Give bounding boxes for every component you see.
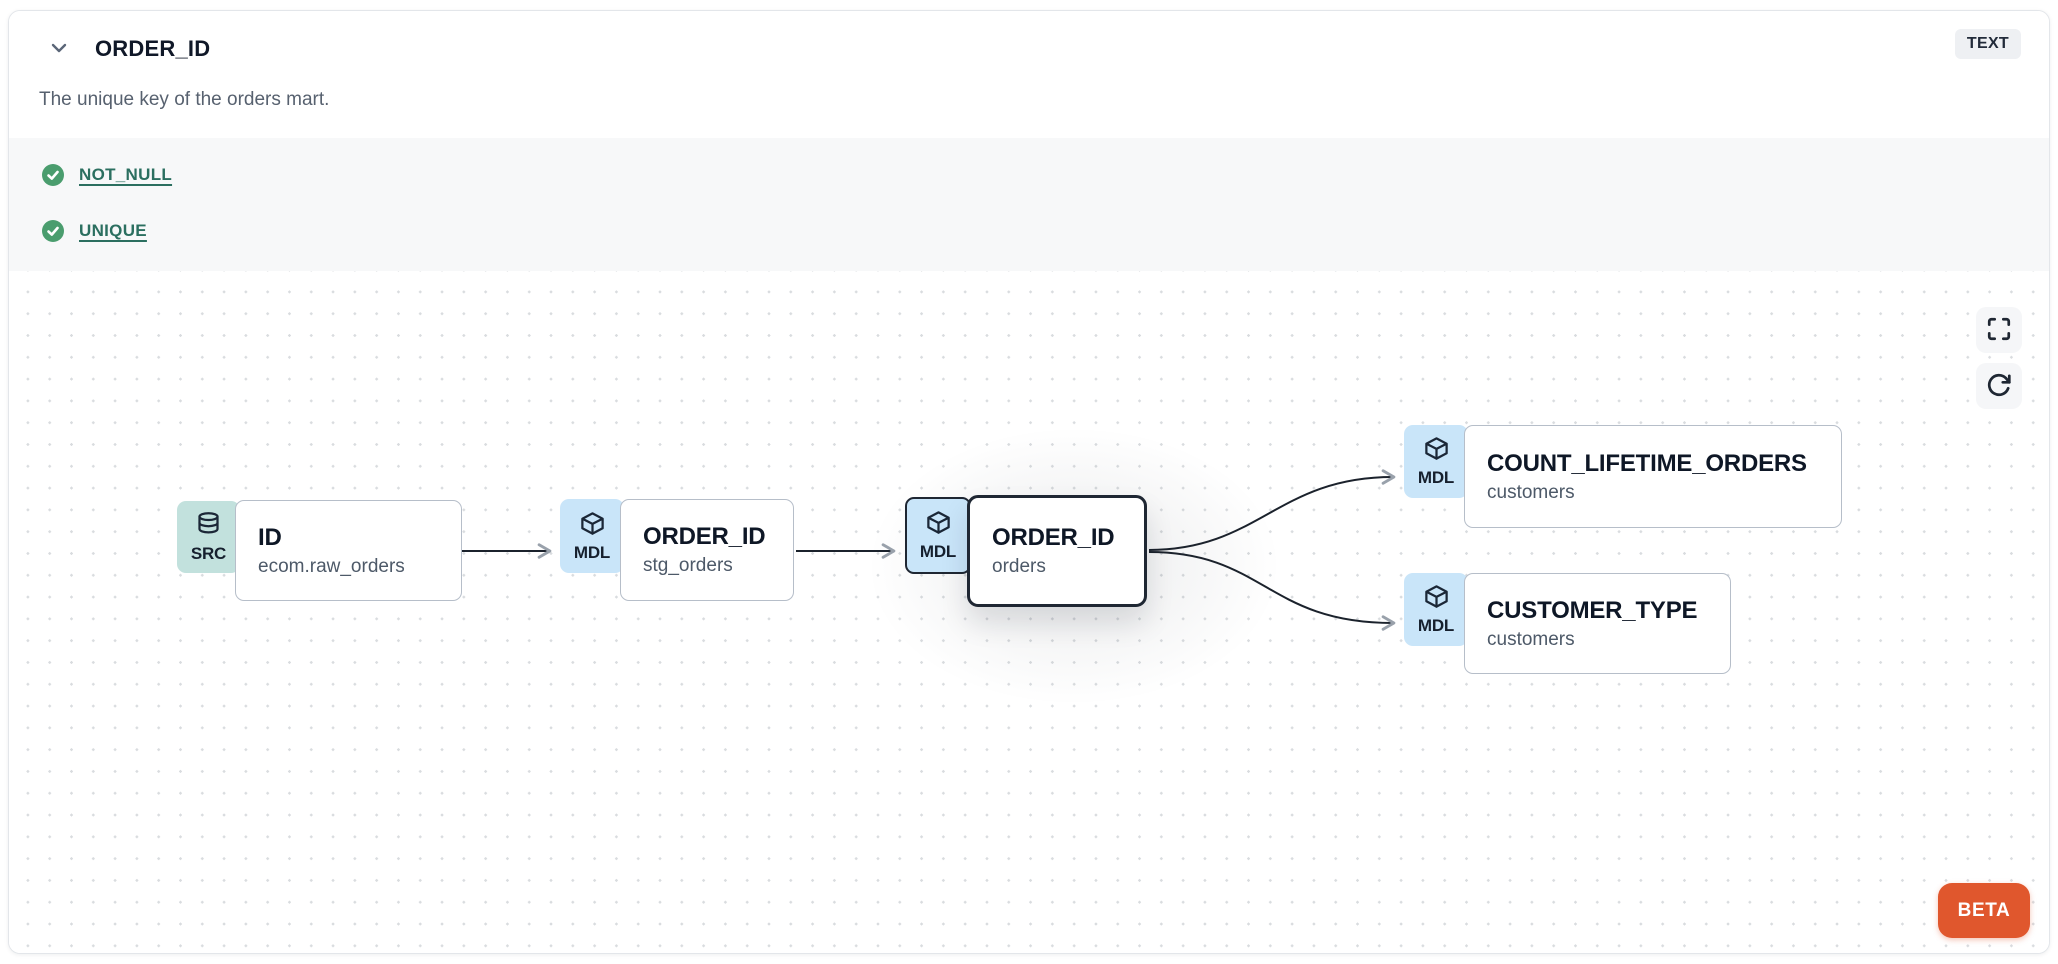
node-tag-mdl: MDL <box>560 499 624 573</box>
test-row-unique: UNIQUE <box>41 214 2049 248</box>
lineage-canvas[interactable]: SRC ID ecom.raw_orders MDL ORDER_ID stg_… <box>9 271 2049 953</box>
column-description: The unique key of the orders mart. <box>39 89 330 110</box>
node-subtitle: customers <box>1487 628 1575 650</box>
node-tag-label: MDL <box>1417 616 1455 635</box>
data-type-badge: TEXT <box>1954 29 2021 59</box>
database-icon <box>195 511 222 543</box>
canvas-controls <box>1976 307 2022 409</box>
column-title: ORDER_ID <box>95 36 211 61</box>
node-title: CUSTOMER_TYPE <box>1487 596 1698 624</box>
cube-icon <box>925 509 952 541</box>
fullscreen-icon <box>1986 316 2012 345</box>
tests-section: NOT_NULL UNIQUE <box>9 138 2049 271</box>
lineage-node-count-lifetime-orders[interactable]: COUNT_LIFETIME_ORDERS customers <box>1464 425 1842 528</box>
node-subtitle: ecom.raw_orders <box>258 555 405 577</box>
chevron-down-icon <box>47 36 71 63</box>
node-tag-label: MDL <box>1417 468 1455 487</box>
column-details-panel: ORDER_ID TEXT The unique key of the orde… <box>8 10 2050 954</box>
node-tag-src: SRC <box>177 501 240 573</box>
collapse-button[interactable] <box>45 35 73 63</box>
node-subtitle: customers <box>1487 481 1575 503</box>
cube-icon <box>1423 435 1450 467</box>
edge-orders-to-count-lifetime-orders <box>1148 469 1396 551</box>
fullscreen-button[interactable] <box>1976 307 2022 353</box>
check-circle-icon <box>41 219 65 243</box>
node-tag-mdl: MDL <box>1404 425 1468 498</box>
node-tag-mdl: MDL <box>1404 573 1468 646</box>
node-subtitle: orders <box>992 556 1046 577</box>
node-subtitle: stg_orders <box>643 555 733 576</box>
node-title: ORDER_ID <box>643 523 766 550</box>
node-title: ID <box>258 523 282 551</box>
test-row-not-null: NOT_NULL <box>41 158 2049 192</box>
node-tag-label: MDL <box>919 542 957 561</box>
lineage-node-customer-type[interactable]: CUSTOMER_TYPE customers <box>1464 573 1731 674</box>
lineage-node-order-id-stg-orders[interactable]: ORDER_ID stg_orders <box>620 499 794 601</box>
refresh-icon <box>1986 372 2012 401</box>
test-link-unique[interactable]: UNIQUE <box>79 221 147 240</box>
node-tag-mdl-selected: MDL <box>905 497 971 574</box>
node-title: ORDER_ID <box>992 524 1115 551</box>
node-title: COUNT_LIFETIME_ORDERS <box>1487 449 1807 477</box>
beta-button[interactable]: BETA <box>1938 883 2030 938</box>
panel-header: ORDER_ID TEXT The unique key of the orde… <box>9 11 2049 138</box>
cube-icon <box>1423 583 1450 615</box>
lineage-edges <box>455 469 1396 631</box>
check-circle-icon <box>41 163 65 187</box>
node-tag-label: SRC <box>190 543 227 563</box>
node-tag-label: MDL <box>573 542 611 562</box>
test-link-not-null[interactable]: NOT_NULL <box>79 165 173 184</box>
refresh-button[interactable] <box>1976 363 2022 409</box>
edge-orders-to-customer-type <box>1148 551 1396 631</box>
lineage-node-order-id-orders-selected[interactable]: ORDER_ID orders <box>967 495 1147 607</box>
lineage-node-id-raw-orders[interactable]: ID ecom.raw_orders <box>235 500 462 601</box>
cube-icon <box>579 510 606 542</box>
